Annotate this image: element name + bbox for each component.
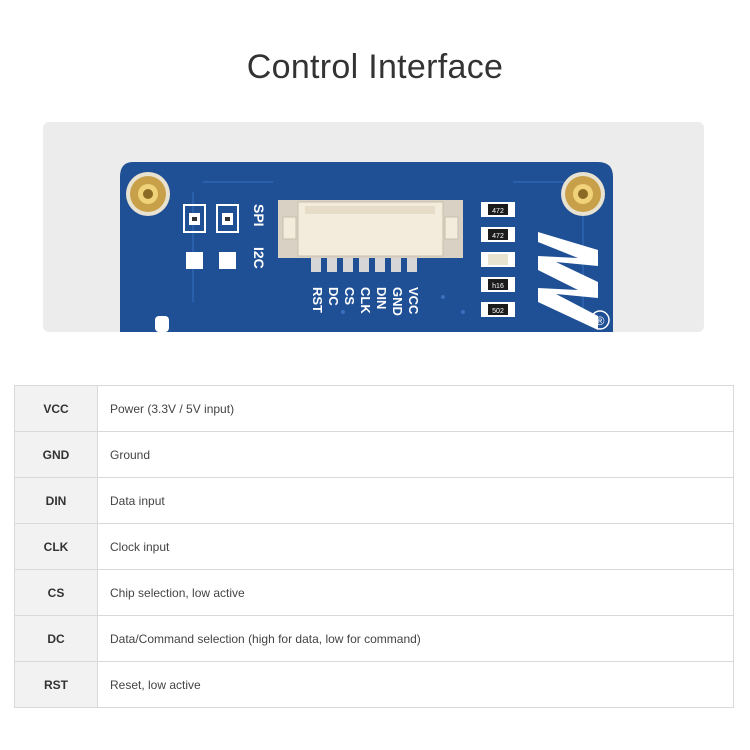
board-pin-label-vcc: VCC: [406, 287, 421, 315]
pin-description: Clock input: [97, 523, 734, 570]
table-row: DIN Data input: [14, 477, 734, 524]
resistor-code-2: 472: [492, 233, 504, 240]
pin-description: Ground: [97, 431, 734, 478]
mount-hole-left: [126, 172, 170, 216]
pin-description: Power (3.3V / 5V input): [97, 385, 734, 432]
pin-description: Data/Command selection (high for data, l…: [97, 615, 734, 662]
board-pin-label-gnd: GND: [390, 287, 405, 316]
brand-logo: [538, 232, 598, 330]
pin-name: CS: [14, 569, 98, 616]
logo-registered-symbol: ®: [596, 314, 605, 328]
board-pin-label-clk: CLK: [358, 287, 373, 314]
table-row: CLK Clock input: [14, 523, 734, 570]
resistor-code-4: h16: [492, 283, 504, 290]
pin-name: CLK: [14, 523, 98, 570]
board-pin-label-cs: CS: [342, 287, 357, 305]
mode-label-spi: SPI: [251, 204, 267, 227]
page-title: Control Interface: [246, 48, 504, 86]
table-row: DC Data/Command selection (high for data…: [14, 615, 734, 662]
board-pin-label-rst: RST: [310, 287, 325, 313]
board-pin-label-dc: DC: [326, 287, 341, 306]
pin-description: Reset, low active: [97, 661, 734, 708]
pin-description-table: VCC Power (3.3V / 5V input) GND Ground D…: [14, 385, 734, 708]
mode-label-i2c: I2C: [251, 247, 267, 269]
table-row: VCC Power (3.3V / 5V input): [14, 385, 734, 432]
pcb-illustration: SPI I2C VCC GND DIN CLK CS DC RST: [120, 162, 613, 332]
pin-name: RST: [14, 661, 98, 708]
resistor-code-5: 502: [492, 308, 504, 315]
table-row: CS Chip selection, low active: [14, 569, 734, 616]
registered-mark: ®: [590, 310, 610, 330]
pin-name: VCC: [14, 385, 98, 432]
mode-jumper-pads: [183, 204, 239, 269]
pin-description: Chip selection, low active: [97, 569, 734, 616]
resistor-code-1: 472: [492, 208, 504, 215]
mount-hole-right: [561, 172, 605, 216]
board-photo: SPI I2C VCC GND DIN CLK CS DC RST: [43, 122, 704, 332]
table-row: GND Ground: [14, 431, 734, 478]
table-row: RST Reset, low active: [14, 661, 734, 708]
pin-name: DIN: [14, 477, 98, 524]
smd-resistors: 472 472 h16 502: [481, 202, 515, 317]
pin-description: Data input: [97, 477, 734, 524]
pin-header-connector: [278, 200, 463, 272]
board-pin-label-din: DIN: [374, 287, 389, 309]
pin-name: DC: [14, 615, 98, 662]
pin-name: GND: [14, 431, 98, 478]
